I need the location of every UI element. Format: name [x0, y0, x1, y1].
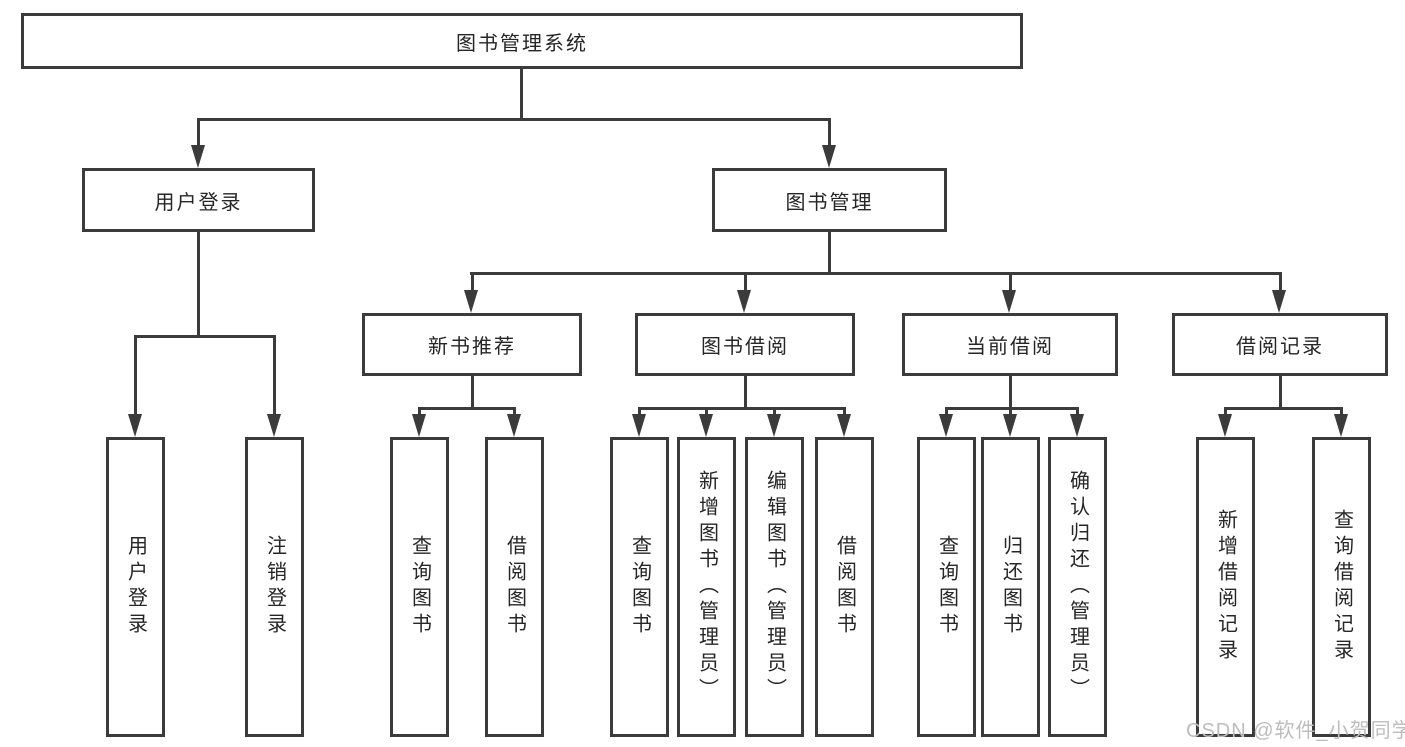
connector-stem	[471, 272, 474, 291]
connector-stem	[1340, 407, 1343, 416]
leaf-label: 借阅图书	[833, 535, 856, 639]
connector-stem	[197, 118, 200, 147]
connector-stem	[1076, 407, 1079, 416]
connector-stem	[843, 407, 846, 416]
node-user-login: 用户登录	[82, 168, 315, 232]
connector-stem	[828, 118, 831, 147]
arrow-down-icon	[939, 414, 953, 437]
connector-stem	[945, 407, 948, 416]
connector-hline	[946, 407, 1079, 410]
node-new-book-recommend: 新书推荐	[362, 313, 582, 376]
arrow-down-icon	[1272, 290, 1286, 313]
arrow-down-icon	[412, 414, 426, 437]
csdn-watermark: CSDN @软件_小贺同学	[1186, 720, 1405, 742]
node-book-borrowing: 图书借阅	[635, 313, 855, 376]
connector-stem	[134, 335, 137, 415]
connector-stem	[273, 335, 276, 415]
arrow-down-icon	[1218, 414, 1232, 437]
connector-hline	[419, 407, 516, 410]
leaf-label: 新增图书（管理员）	[695, 470, 718, 704]
arrow-down-icon	[191, 145, 205, 168]
connector-hline	[134, 335, 276, 338]
arrow-down-icon	[822, 145, 836, 168]
leaf-query-books-borrowing: 查询图书	[610, 437, 669, 737]
node-current-borrowing: 当前借阅	[902, 313, 1118, 376]
leaf-label: 查询图书	[628, 535, 651, 639]
leaf-query-borrow-record: 查询借阅记录	[1312, 437, 1371, 737]
leaf-add-books-admin: 新增图书（管理员）	[677, 437, 736, 737]
arrow-down-icon	[632, 414, 646, 437]
leaf-edit-books-admin: 编辑图书（管理员）	[745, 437, 804, 737]
arrow-down-icon	[1334, 414, 1348, 437]
connector-stem	[513, 407, 516, 416]
leaf-return-books: 归还图书	[981, 437, 1040, 737]
connector-stem	[638, 407, 641, 416]
leaf-borrow-books-borrowing: 借阅图书	[815, 437, 874, 737]
arrow-down-icon	[507, 414, 521, 437]
arrow-down-icon	[737, 290, 751, 313]
leaf-user-login: 用户登录	[106, 437, 165, 737]
arrow-down-icon	[699, 414, 713, 437]
leaf-confirm-return-admin: 确认归还（管理员）	[1048, 437, 1107, 737]
arrow-down-icon	[1002, 290, 1016, 313]
node-borrow-records: 借阅记录	[1172, 313, 1388, 376]
connector-stem	[705, 407, 708, 416]
connector-stem	[744, 272, 747, 291]
node-library-management-system: 图书管理系统	[21, 13, 1023, 69]
connector-vline	[197, 232, 200, 335]
arrow-down-icon	[267, 414, 281, 437]
leaf-query-books-current: 查询图书	[917, 437, 976, 737]
leaf-label: 查询图书	[935, 535, 958, 639]
leaf-label: 查询图书	[408, 535, 431, 639]
connector-vline	[471, 376, 474, 407]
connector-hline	[1225, 407, 1343, 410]
leaf-label: 编辑图书（管理员）	[763, 470, 786, 704]
connector-vline	[1279, 376, 1282, 407]
leaf-label: 新增借阅记录	[1214, 509, 1237, 665]
connector-stem	[418, 407, 421, 416]
leaf-label: 用户登录	[124, 535, 147, 639]
leaf-label: 归还图书	[999, 535, 1022, 639]
connector-hline	[197, 118, 831, 121]
arrow-down-icon	[128, 414, 142, 437]
leaf-label: 借阅图书	[503, 535, 526, 639]
arrow-down-icon	[837, 414, 851, 437]
connector-vline	[520, 69, 523, 118]
connector-stem	[1009, 272, 1012, 291]
connector-hline	[639, 407, 846, 410]
node-book-management: 图书管理	[712, 168, 947, 232]
connector-stem	[773, 407, 776, 416]
arrow-down-icon	[464, 290, 478, 313]
connector-stem	[1009, 407, 1012, 416]
connector-vline	[1009, 376, 1012, 407]
leaf-borrow-books-recommend: 借阅图书	[485, 437, 544, 737]
leaf-label: 查询借阅记录	[1330, 509, 1353, 665]
leaf-label: 确认归还（管理员）	[1066, 470, 1089, 704]
connector-hline	[470, 272, 1282, 275]
connector-stem	[1279, 272, 1282, 291]
arrow-down-icon	[1003, 414, 1017, 437]
leaf-add-borrow-record: 新增借阅记录	[1196, 437, 1255, 737]
connector-vline	[828, 232, 831, 272]
arrow-down-icon	[1070, 414, 1084, 437]
connector-vline	[744, 376, 747, 407]
leaf-label: 注销登录	[263, 535, 286, 639]
leaf-query-books-recommend: 查询图书	[390, 437, 449, 737]
arrow-down-icon	[767, 414, 781, 437]
leaf-logout: 注销登录	[245, 437, 304, 737]
connector-stem	[1224, 407, 1227, 416]
